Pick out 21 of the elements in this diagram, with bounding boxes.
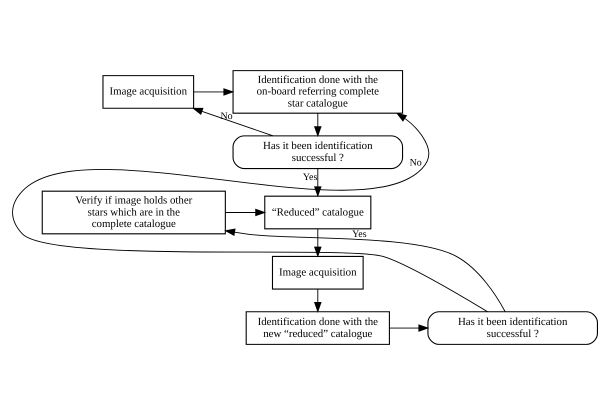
edge-label: No (410, 158, 422, 169)
node-box: Has it been identification successful ? (232, 135, 404, 170)
arrow (224, 208, 266, 216)
edge-label: No (220, 111, 233, 122)
arrow (314, 288, 322, 313)
arrow (314, 112, 322, 138)
node-box: Has it been identification successful ? (427, 311, 598, 345)
node-box: Identification done with the on-board referring complete star catalogue (232, 70, 404, 114)
arrow (314, 228, 322, 258)
node-box: Verify if image holds other stars which are in the complete catalogue (42, 190, 226, 234)
arrow (193, 88, 234, 96)
node-box: “Reduced” catalogue (264, 196, 372, 230)
arrow (12, 112, 488, 312)
node-box: Identification done with the new “reduced” catalogue (246, 311, 390, 345)
node-box: Image acquisition (102, 75, 194, 109)
arrow (389, 324, 430, 332)
edge-label: Yes (302, 172, 318, 183)
arrow (192, 108, 274, 136)
arrow (224, 228, 506, 312)
edge-label: Yes (352, 228, 367, 240)
node-box: Image acquisition (272, 256, 364, 290)
